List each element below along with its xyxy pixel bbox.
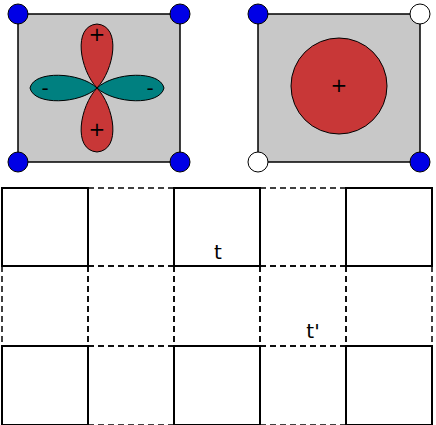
hopping-bond-dashed xyxy=(431,266,433,346)
hopping-bond-dashed xyxy=(1,266,3,346)
hopping-bond-dashed xyxy=(260,345,346,347)
plaquette xyxy=(346,188,432,266)
phase-sign: - xyxy=(41,78,48,98)
site-dot xyxy=(410,152,430,172)
hopping-bond-dashed xyxy=(88,265,174,267)
orbital-lobe xyxy=(81,24,113,88)
hopping-bond-dashed xyxy=(87,266,89,346)
site-dot xyxy=(248,4,268,24)
hopping-bond-dashed xyxy=(173,266,175,346)
hopping-bond-dashed xyxy=(259,266,261,346)
orbital-lobe xyxy=(97,75,164,101)
cell-square xyxy=(258,14,420,162)
site-dot xyxy=(248,152,268,172)
hopping-bond-dashed xyxy=(260,424,346,425)
s-orbital xyxy=(291,38,387,134)
hopping-bond-dashed xyxy=(345,266,347,346)
hopping-bond-dashed xyxy=(88,265,174,267)
site-dot xyxy=(170,4,190,24)
phase-sign: + xyxy=(331,75,348,95)
site-dot xyxy=(8,152,28,172)
orbital-lobe xyxy=(30,75,97,101)
hopping-label: t xyxy=(212,242,224,262)
plaquette xyxy=(174,346,260,425)
hopping-bond-dashed xyxy=(260,187,346,189)
site-dot xyxy=(170,152,190,172)
hopping-bond-dashed xyxy=(260,345,346,347)
site-dot xyxy=(410,4,430,24)
hopping-label: t' xyxy=(304,321,321,341)
plaquette xyxy=(346,346,432,425)
lattice xyxy=(2,188,432,425)
hopping-bond-dashed xyxy=(260,265,346,267)
hopping-bond-dashed xyxy=(87,266,89,346)
phase-sign: + xyxy=(89,24,106,44)
hopping-bond-dashed xyxy=(260,265,346,267)
orbital-cell: + - - + xyxy=(18,14,180,162)
hopping-bond-dashed xyxy=(259,266,261,346)
phase-sign: - xyxy=(146,78,153,98)
phase-sign: + xyxy=(89,119,106,139)
hopping-bond-dashed xyxy=(88,424,174,425)
hopping-bond-dashed xyxy=(88,345,174,347)
orbital-cell: + xyxy=(258,14,420,162)
hopping-bond-dashed xyxy=(88,345,174,347)
plaquette xyxy=(2,346,88,425)
hopping-bond-dashed xyxy=(88,187,174,189)
plaquette xyxy=(174,188,260,266)
site-dot xyxy=(8,4,28,24)
orbital-lobe xyxy=(81,88,113,152)
plaquette xyxy=(2,188,88,266)
hopping-bond-dashed xyxy=(345,266,347,346)
cell-square xyxy=(18,14,180,162)
hopping-bond-dashed xyxy=(173,266,175,346)
